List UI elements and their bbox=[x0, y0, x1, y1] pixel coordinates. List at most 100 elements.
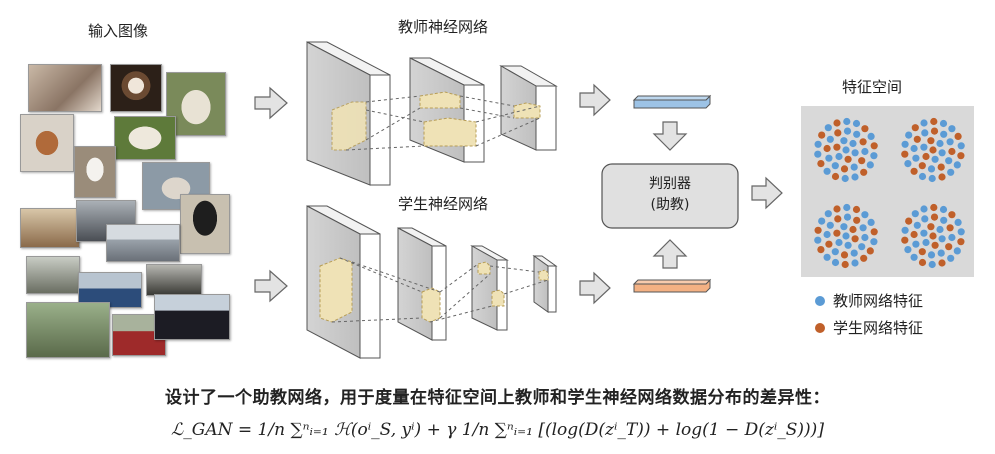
teacher-feature-dot bbox=[840, 223, 848, 231]
teacher-feature-dot bbox=[831, 162, 839, 170]
teacher-feature-dot bbox=[939, 205, 948, 214]
student-feature-dot bbox=[938, 173, 946, 181]
arrow-to-student bbox=[254, 269, 288, 303]
teacher-feature-dot bbox=[928, 174, 936, 183]
student-conv-block-1 bbox=[306, 205, 381, 359]
student-feature-dot bbox=[927, 137, 935, 145]
teacher-feature-dot bbox=[835, 238, 843, 247]
teacher-feature-dot bbox=[843, 117, 851, 126]
teacher-feature-dot bbox=[918, 172, 927, 181]
caption-text: 设计了一个助教网络，用于度量在特征空间上教师和学生神经网络数据分布的差异性： bbox=[165, 388, 830, 408]
teacher-dot-icon bbox=[815, 295, 825, 306]
teacher-feature-dot bbox=[823, 230, 831, 239]
teacher-feature-dot bbox=[851, 149, 859, 157]
teacher-feature-dot bbox=[826, 135, 834, 143]
cat-photo bbox=[110, 64, 162, 112]
student-feature-dot bbox=[901, 236, 909, 244]
dog-photo bbox=[180, 194, 230, 254]
discriminator-box bbox=[601, 163, 739, 229]
teacher-conv-block-3 bbox=[499, 65, 558, 151]
teacher-feature-dot bbox=[843, 203, 851, 212]
student-feature-dot bbox=[851, 235, 859, 243]
teacher-feature-dot bbox=[928, 260, 936, 269]
student-feature-dot bbox=[860, 168, 868, 176]
teacher-feature-dot bbox=[814, 140, 822, 148]
teacher-feature-dot bbox=[901, 226, 909, 234]
teacher-feature-dot bbox=[940, 216, 948, 224]
teacher-feature-dot bbox=[946, 138, 954, 146]
teacher-feature-dot bbox=[852, 119, 861, 128]
student-feature-dot bbox=[840, 165, 849, 173]
student-feature-dot bbox=[870, 228, 878, 236]
cat-photo bbox=[28, 64, 102, 112]
student-receptive-field-lines bbox=[331, 257, 549, 323]
student-feature-dot bbox=[814, 226, 822, 234]
student-feature-dot bbox=[844, 155, 852, 163]
teacher-feature-dot bbox=[901, 140, 909, 148]
teacher-feature-dot bbox=[823, 167, 831, 175]
student-feature-dot bbox=[948, 211, 956, 219]
teacher-feature-dot bbox=[842, 146, 850, 154]
teacher-feature-dot bbox=[831, 258, 840, 267]
teacher-conv-block-1 bbox=[306, 41, 391, 186]
teacher-feature-dot bbox=[867, 218, 875, 226]
arrow-teacher-to-feature bbox=[579, 83, 611, 117]
teacher-feature-dot bbox=[938, 149, 946, 157]
teacher-feature-dot bbox=[824, 210, 832, 218]
teacher-feature-dot bbox=[905, 131, 913, 139]
student-feature-dot bbox=[858, 157, 866, 165]
teacher-feature-dot bbox=[947, 168, 955, 176]
teacher-feature-dot bbox=[840, 137, 848, 145]
student-feature-dot bbox=[929, 146, 937, 154]
teacher-network-label: 教师神经网络 bbox=[398, 18, 489, 36]
teacher-conv-block-2 bbox=[409, 57, 485, 163]
student-feature-dot bbox=[929, 232, 937, 240]
teacher-feature-dot bbox=[922, 238, 930, 247]
teacher-feature-dot bbox=[948, 125, 956, 133]
legend-label-student: 学生网络特征 bbox=[833, 319, 924, 337]
legend-label-teacher: 教师网络特征 bbox=[833, 292, 924, 310]
gan-loss-formula: ℒ_GAN = 1/n ∑ⁿᵢ₌₁ ℋ(oⁱ_S, yⁱ) + γ 1/n ∑ⁿ… bbox=[171, 420, 824, 440]
feature-legend: 教师网络特征 学生网络特征 bbox=[815, 290, 923, 338]
student-feature-dot bbox=[911, 124, 919, 132]
student-feature-dot bbox=[817, 160, 825, 168]
teacher-feature-dot bbox=[849, 139, 857, 148]
student-feature-dot bbox=[930, 203, 938, 212]
teacher-feature-dot bbox=[913, 221, 921, 229]
arrow-to-teacher bbox=[254, 86, 288, 120]
teacher-feature-dot bbox=[824, 124, 832, 132]
teacher-feature-dot bbox=[904, 246, 912, 254]
teacher-feature-dot bbox=[850, 163, 858, 171]
student-feature-dot bbox=[840, 251, 849, 259]
teacher-feature-dot bbox=[931, 155, 939, 163]
input-image-collage bbox=[18, 58, 240, 358]
student-conv-block-4 bbox=[532, 255, 558, 313]
student-feature-dot bbox=[927, 223, 935, 231]
teacher-feature-dot bbox=[866, 161, 874, 169]
teacher-feature-dot bbox=[954, 218, 962, 226]
teacher-feature-dot bbox=[936, 225, 944, 234]
student-feature-dot bbox=[945, 243, 953, 251]
student-feature-dot bbox=[938, 259, 946, 267]
student-feature-dot bbox=[957, 152, 965, 160]
feature-space-panel bbox=[801, 106, 974, 277]
teacher-feature-dot bbox=[818, 217, 826, 225]
legend-item-student: 学生网络特征 bbox=[815, 317, 923, 338]
legend-item-teacher: 教师网络特征 bbox=[815, 290, 923, 311]
sheep-photo bbox=[166, 72, 226, 136]
student-feature-dot bbox=[910, 167, 918, 175]
teacher-feature-dot bbox=[861, 233, 869, 242]
student-feature-dot bbox=[861, 125, 869, 133]
student-feature-dot bbox=[823, 144, 831, 153]
teacher-feature-dot bbox=[814, 236, 822, 244]
teacher-feature-dot bbox=[939, 119, 948, 128]
teacher-receptive-field-lines bbox=[345, 95, 541, 151]
student-feature-dot bbox=[834, 215, 842, 223]
student-feature-dot bbox=[859, 138, 867, 146]
student-feature-dot bbox=[860, 254, 868, 262]
discriminator-label: 判别器 (助教) bbox=[602, 174, 738, 216]
teacher-feature-dot bbox=[844, 241, 852, 249]
bicycle-photo bbox=[26, 302, 110, 358]
teacher-feature-dot bbox=[911, 210, 919, 218]
teacher-feature-dot bbox=[948, 233, 956, 242]
